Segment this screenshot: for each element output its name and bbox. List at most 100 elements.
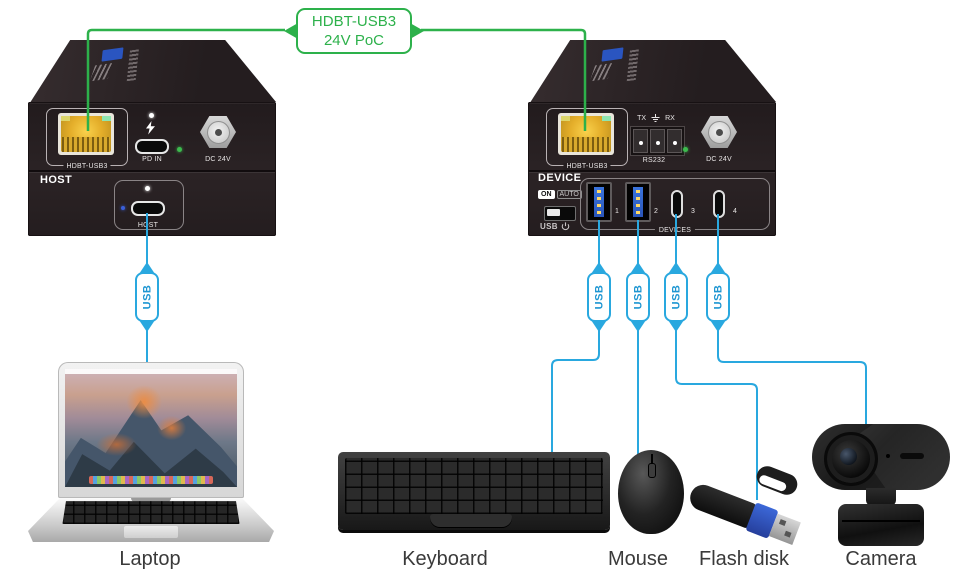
slide-switch-knob: [547, 209, 560, 216]
usb-cable-label: USB: [141, 284, 154, 310]
usb-cable-label: USB: [632, 284, 645, 310]
usb-cable-label: USB: [670, 284, 683, 310]
laptop-screen: [58, 362, 244, 498]
mouse-caption: Mouse: [607, 548, 669, 570]
dc-jack-ring: [707, 120, 731, 144]
dc-label: DC 24V: [205, 156, 231, 163]
host-unit-top-face: [30, 40, 276, 102]
rj45-jack: [558, 113, 614, 155]
hdbt-rj45-port: HDBT-USB3: [546, 108, 628, 170]
devices-group-label: DEVICES: [654, 227, 696, 234]
flash-disk-image: [686, 463, 806, 545]
power-led: [177, 147, 182, 152]
rj45-led-left: [561, 116, 570, 121]
device-unit-top-face: [530, 40, 776, 102]
camera-clip-base: [838, 504, 924, 546]
power-icon: [561, 222, 569, 231]
pd-in-led: [149, 113, 154, 118]
laptop-trackpad: [123, 526, 179, 538]
camera-lens: [824, 432, 878, 486]
usb-cable-badge-laptop: USB: [135, 262, 159, 332]
port-number-4: 4: [732, 208, 738, 215]
rj45-led-right: [602, 116, 611, 121]
keyboard-keys: [345, 458, 603, 514]
usb-cable-badge-keyboard: USB: [587, 262, 611, 332]
rj45-jack: [58, 113, 114, 155]
usb-cable-label: USB: [712, 284, 725, 310]
rs232-label: RS232: [642, 157, 666, 164]
rj45-led-right: [102, 116, 111, 121]
usb-cable-badge-camera: USB: [706, 262, 730, 332]
usb-a-port-2: [625, 182, 651, 222]
usb-c-port-4: [713, 190, 725, 218]
usb-c-port-3: [671, 190, 683, 218]
rj45-pins: [62, 137, 110, 152]
keyboard-caption: Keyboard: [402, 548, 488, 570]
rs232-pin-tx: [633, 129, 648, 153]
brand-logo: [601, 47, 624, 62]
laptop-caption: Laptop: [119, 548, 181, 570]
mouse-image: [612, 448, 690, 536]
hdbt-link-label: HDBT-USB3 24V PoC: [284, 8, 424, 54]
mode-on-label: ON: [538, 190, 555, 199]
keyboard-image: [338, 452, 610, 530]
laptop-keyboard: [62, 501, 240, 524]
mouse-scroll-wheel: [648, 463, 656, 478]
usb-cable-badge-flash-disk: USB: [664, 262, 688, 332]
hdbt-port-label: HDBT-USB3: [563, 163, 611, 170]
power-led: [683, 147, 688, 152]
usb-a-tongue: [633, 187, 643, 217]
host-port-blue-led: [121, 206, 125, 210]
laptop-hinge: [131, 498, 171, 502]
menu-bar: [65, 369, 237, 374]
rs232-rx-label: RX: [665, 115, 675, 122]
laptop-base: [28, 498, 274, 542]
dc-label: DC 24V: [706, 156, 732, 163]
camera-mic-hole: [886, 454, 890, 458]
mode-indicator: ON AUTO: [538, 190, 582, 199]
usb-a-port-1: [586, 182, 612, 222]
rs232-pin-gnd: [650, 129, 665, 153]
host-usbc-port: [131, 201, 165, 216]
device-extender-unit: HDBT-USB3 TX RX RS232 DC 24V DEVICE ON A…: [528, 40, 776, 236]
host-port-group: [114, 180, 184, 230]
wallpaper-sunlight: [65, 369, 237, 487]
lightning-icon: [146, 121, 155, 135]
camera-vent-slot: [900, 453, 924, 459]
mode-auto-label: AUTO: [556, 190, 582, 199]
hdbt-port-label: HDBT-USB3: [63, 163, 111, 170]
host-port-led: [145, 186, 150, 191]
device-panel-label: DEVICE: [538, 172, 582, 184]
host-extender-unit: HDBT-USB3 PD IN DC 24V HOST HOST: [28, 40, 276, 236]
panel-divider: [529, 170, 775, 172]
flash-disk-body: [686, 481, 758, 530]
usb-wire-keyboard: [551, 220, 600, 465]
pd-in-label: PD IN: [142, 156, 162, 163]
usb-power-label: USB: [540, 222, 558, 231]
mode-slide-switch: [544, 206, 576, 221]
port-number-1: 1: [614, 208, 620, 215]
host-port-label: HOST: [137, 222, 159, 229]
rs232-tx-label: TX: [637, 115, 647, 122]
keyboard-spacebar: [430, 514, 513, 527]
hdbt-link-line1: HDBT-USB3: [311, 12, 397, 30]
pd-in-usbc-port: [135, 139, 169, 154]
flash-disk-cap: [753, 463, 801, 498]
usb-cable-badge-mouse: USB: [626, 262, 650, 332]
usb-wire-camera: [717, 214, 867, 430]
port-number-3: 3: [690, 208, 696, 215]
hdbt-link-line2: 24V PoC: [323, 32, 385, 49]
dc-jack-ring: [206, 120, 230, 144]
usb-power-indicator: USB: [540, 222, 570, 231]
flash-disk-caption: Flash disk: [698, 548, 790, 570]
host-panel-label: HOST: [40, 174, 73, 186]
keyboard-body: [338, 452, 610, 530]
rs232-terminal-block: [630, 126, 685, 156]
laptop-image: [28, 360, 274, 542]
dock: [89, 476, 213, 484]
rj45-pins: [562, 137, 610, 152]
camera-image: [810, 424, 952, 546]
rs232-pinout: TX RX: [626, 114, 686, 123]
brand-logo: [101, 47, 124, 62]
